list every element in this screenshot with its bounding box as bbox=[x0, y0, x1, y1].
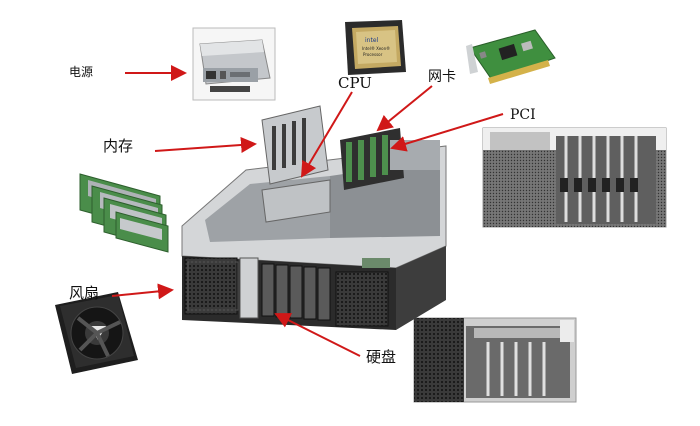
pci-slots-photo bbox=[482, 127, 667, 228]
label-memory: 内存 bbox=[103, 137, 134, 155]
arrow-nic bbox=[376, 85, 433, 132]
server-chassis-image bbox=[181, 105, 447, 330]
arrow-memory bbox=[154, 136, 257, 153]
cpu-chip-image: intel Intel® Xeon® Processor bbox=[345, 20, 406, 75]
hard-disk-bays bbox=[239, 257, 331, 321]
label-fan: 风扇 bbox=[69, 284, 100, 302]
power-supply-image bbox=[192, 27, 276, 101]
cpu-brand-text: intel bbox=[365, 37, 379, 44]
fan-image bbox=[55, 292, 138, 374]
cpu-model-text: Intel® Xeon® bbox=[362, 46, 390, 51]
memory-modules-image bbox=[79, 173, 169, 253]
arrow-hdd bbox=[274, 313, 361, 357]
arrow-fan bbox=[111, 283, 174, 300]
arrow-cpu bbox=[300, 91, 353, 178]
label-hard-disk: 硬盘 bbox=[366, 348, 397, 366]
label-power-supply: 电源 bbox=[69, 65, 94, 79]
network-card-image bbox=[466, 29, 556, 84]
arrow-pci bbox=[390, 113, 504, 152]
arrows bbox=[111, 65, 504, 357]
label-network-card: 网卡 bbox=[428, 69, 456, 85]
label-cpu: CPU bbox=[338, 74, 372, 92]
cpu-type-text: Processor bbox=[363, 52, 383, 57]
pci-bay-photo bbox=[413, 317, 577, 403]
label-pci: PCI bbox=[510, 107, 536, 123]
